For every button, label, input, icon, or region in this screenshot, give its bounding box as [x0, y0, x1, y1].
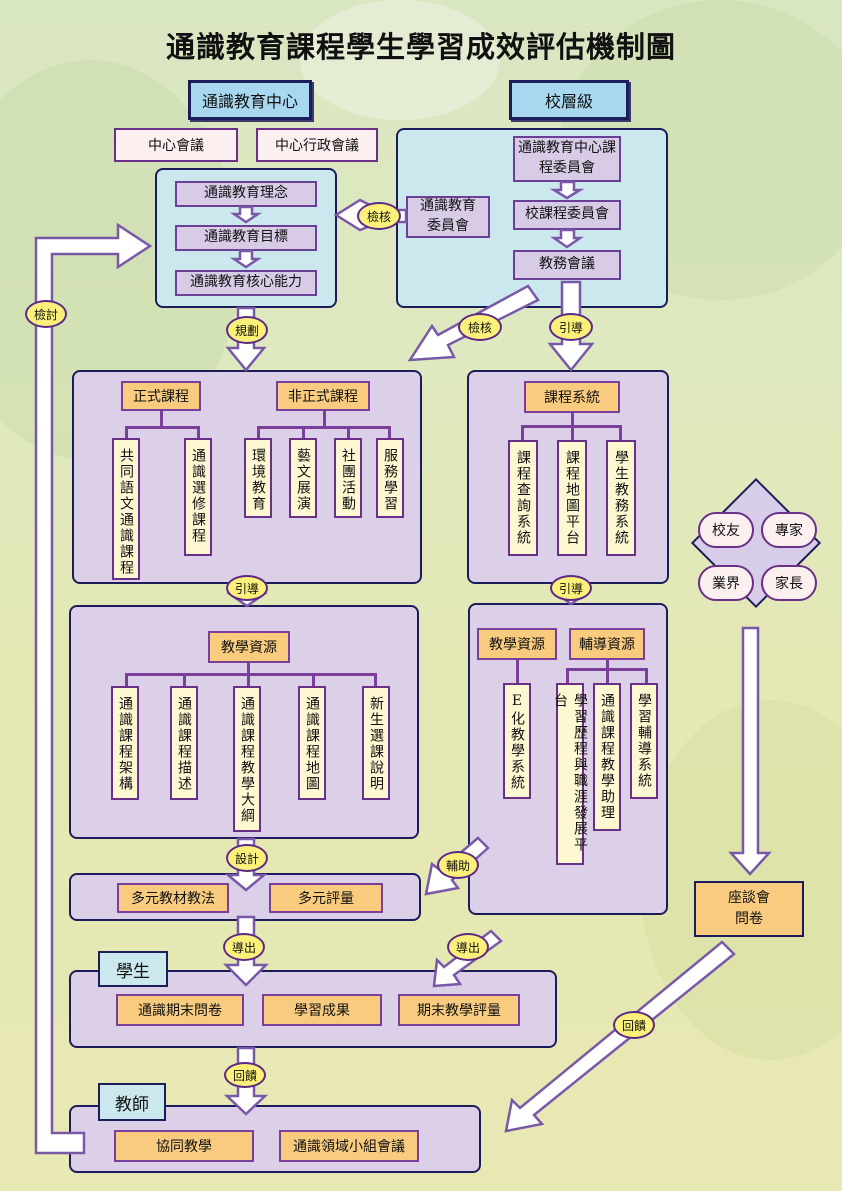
- teaching-resources-box: 教學資源: [208, 631, 290, 663]
- learning-portfolio-career-platform: 學習歷程與職涯發展平台: [552, 683, 588, 865]
- final-teaching-evaluation-box: 期末教學評量: [398, 994, 520, 1026]
- guide-label-right: 引導: [550, 575, 592, 601]
- club-activities: 社團活動: [334, 438, 362, 518]
- common-language-ge-course: 共同語文通識課程: [112, 438, 140, 580]
- ge-course-syllabus: 通識課程教學大綱: [233, 686, 261, 832]
- ge-elective-course: 通識選修課程: [184, 438, 212, 556]
- diverse-assessment-box: 多元評量: [269, 883, 383, 913]
- ge-domain-group-meeting-box: 通識領域小組會議: [279, 1130, 419, 1162]
- ge-objectives-box: 通識教育目標: [175, 225, 317, 251]
- right-teaching-resources-box: 教學資源: [477, 628, 557, 660]
- course-system-box: 課程系統: [524, 381, 620, 413]
- academic-affairs-meeting-box: 教務會議: [513, 250, 621, 280]
- ge-course-framework: 通識課程架構: [111, 686, 139, 800]
- ge-final-questionnaire-box: 通識期末問卷: [116, 994, 244, 1026]
- ge-committee-box: 通識教育 委員會: [406, 196, 490, 238]
- verify-label-2: 檢核: [458, 313, 502, 341]
- ge-core-competencies-box: 通識教育核心能力: [175, 270, 317, 296]
- diverse-teaching-materials-box: 多元教材教法: [117, 883, 229, 913]
- environmental-education: 環境教育: [244, 438, 272, 518]
- informal-curriculum-box: 非正式課程: [276, 381, 370, 411]
- output-label-right: 導出: [447, 933, 489, 961]
- design-label: 設計: [226, 844, 268, 872]
- school-course-committee-box: 校課程委員會: [513, 200, 621, 230]
- learning-counseling-system: 學習輔導系統: [630, 683, 658, 799]
- students-tag: 學生: [98, 951, 168, 987]
- stakeholder-alumni: 校友: [698, 512, 754, 548]
- learning-outcomes-box: 學習成果: [262, 994, 382, 1026]
- stakeholder-industry: 業界: [698, 565, 754, 601]
- guide-label-school: 引導: [549, 313, 593, 341]
- plan-label: 規劃: [226, 316, 268, 344]
- center-admin-meeting-box: 中心行政會議: [256, 128, 378, 162]
- review-label: 檢討: [25, 300, 67, 328]
- co-teaching-box: 協同教學: [114, 1130, 254, 1162]
- ge-course-map: 通識課程地圖: [298, 686, 326, 800]
- ge-center-course-committee-box: 通識教育中心課程委員會: [513, 136, 621, 182]
- header-ge-center: 通識教育中心: [188, 80, 312, 120]
- teachers-tag: 教師: [98, 1083, 166, 1121]
- service-learning: 服務學習: [376, 438, 404, 518]
- output-label-left: 導出: [223, 933, 265, 961]
- guide-label-left: 引導: [226, 575, 268, 601]
- assist-label: 輔助: [437, 851, 479, 879]
- freshman-course-selection-guide: 新生選課說明: [362, 686, 390, 800]
- background-decoration: [300, 0, 500, 120]
- formal-curriculum-box: 正式課程: [121, 381, 201, 411]
- feedback-label-forum: 回饋: [613, 1011, 655, 1039]
- student-academic-system: 學生教務系統: [606, 440, 636, 556]
- header-school-level: 校層級: [509, 80, 629, 120]
- ge-philosophy-box: 通識教育理念: [175, 181, 317, 207]
- stakeholder-experts: 專家: [761, 512, 817, 548]
- stakeholder-parents: 家長: [761, 565, 817, 601]
- ge-course-description: 通識課程描述: [170, 686, 198, 800]
- center-meeting-box: 中心會議: [114, 128, 238, 162]
- arts-performances: 藝文展演: [289, 438, 317, 518]
- page-title: 通識教育課程學生學習成效評估機制圖: [165, 30, 676, 64]
- feedback-label-students: 回饋: [224, 1062, 266, 1088]
- course-map-platform: 課程地圖平台: [557, 440, 587, 556]
- e-learning-system: E化教學系統: [503, 683, 531, 799]
- forum-questionnaire-box: 座談會 問卷: [694, 881, 804, 937]
- ge-teaching-assistant: 通識課程教學助理: [593, 683, 621, 831]
- course-search-system: 課程查詢系統: [508, 440, 538, 556]
- background-decoration: [640, 700, 842, 1060]
- counseling-resources-box: 輔導資源: [569, 628, 645, 660]
- verify-label: 檢核: [357, 202, 401, 230]
